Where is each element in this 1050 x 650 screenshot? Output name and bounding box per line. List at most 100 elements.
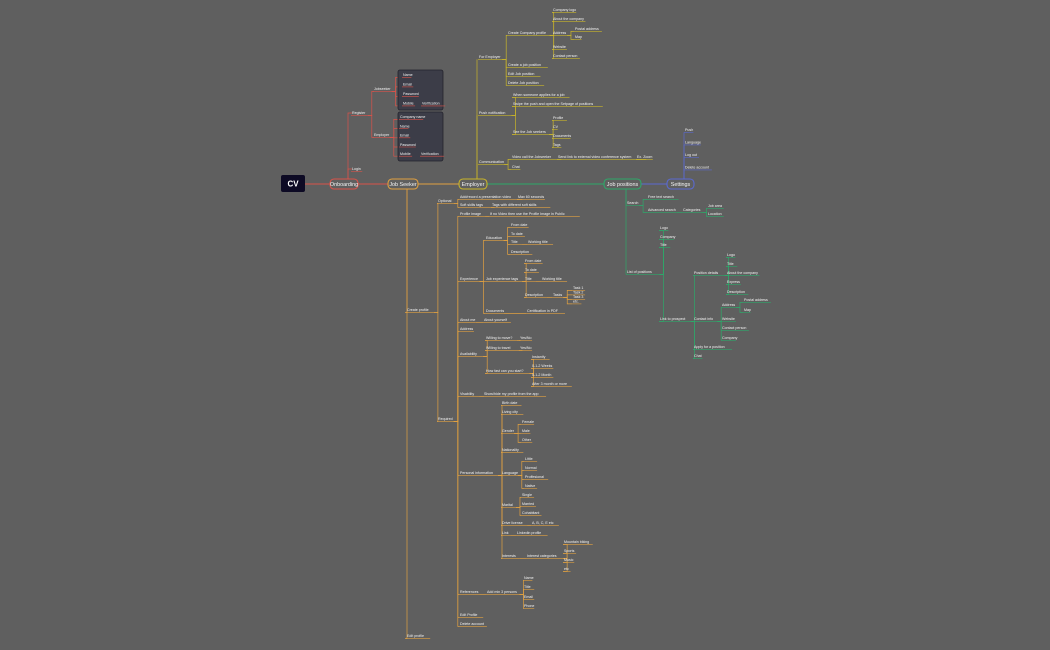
node-branches-job-seeker-add-video[interactable]: Add/record a presentation video	[460, 195, 511, 199]
node-branches-job-seeker-interest-opts-0[interactable]: Mountain biking	[564, 540, 589, 544]
node-branches-employer-push-notification[interactable]: Push notification	[479, 111, 505, 115]
node-branches-job-seeker-working-title[interactable]: Working title	[528, 240, 548, 244]
node-branches-job-seeker-references[interactable]: References	[460, 590, 479, 594]
node-branches-job-seeker-tags-diff[interactable]: Tags with different soft skills	[492, 203, 537, 207]
node-branches-onboarding-employer-fields-3[interactable]: Password	[400, 143, 416, 147]
node-branches-job-seeker-marital-opts-0[interactable]: Single	[522, 493, 532, 497]
root-node[interactable]	[281, 175, 305, 192]
node-branches-onboarding-verification[interactable]: Verification	[422, 102, 440, 106]
node-branches-job-seeker-from-date[interactable]: From date	[525, 259, 541, 263]
node-branches-job-seeker-address[interactable]: Address	[460, 327, 473, 331]
node-branches-job-seeker-linkedin[interactable]: Linkedin profile	[517, 531, 541, 535]
node-branches-employer-profile[interactable]: Profile	[553, 116, 563, 120]
node-branches-job-seeker-interests[interactable]: Interests	[502, 554, 516, 558]
node-branches-job-positions-apply[interactable]: Apply for a position	[694, 345, 725, 349]
node-branches-job-seeker-availability[interactable]: Availability	[460, 352, 477, 356]
node-branches-job-seeker-language-opts-0[interactable]: Little	[525, 457, 533, 461]
node-branches-job-positions-chat[interactable]: Chat	[694, 354, 702, 358]
node-branches-job-positions-categories[interactable]: Categories	[683, 208, 701, 212]
node-branches-job-seeker-nationality[interactable]: Nationality	[502, 448, 519, 452]
node-branches-onboarding-jobseeker-fields-2[interactable]: Password	[403, 92, 419, 96]
node-branches-job-seeker-required[interactable]: Required	[438, 417, 453, 421]
node-branches-job-seeker-interest-opts-2[interactable]: Music	[564, 558, 574, 562]
node-branches-job-positions-title[interactable]: Title	[660, 243, 667, 247]
node-branches-job-positions-position-details[interactable]: Position details	[694, 271, 718, 275]
node-branches-job-seeker-task-list-1[interactable]: Task 2	[573, 291, 583, 295]
node-branches-employer-about-company[interactable]: About the company	[553, 17, 584, 21]
node-branches-job-seeker-language[interactable]: Language	[502, 471, 518, 475]
node-branches-employer-address[interactable]: Address	[553, 31, 566, 35]
node-branches-job-seeker-ref-fields-1[interactable]: Title	[524, 585, 531, 589]
node-branches-job-positions-pd-logo[interactable]: Logo	[727, 253, 735, 257]
node-branches-employer-map[interactable]: Map	[575, 35, 582, 39]
node-branches-job-seeker-add-persons[interactable]: Add min 3 persons	[487, 590, 517, 594]
node-branches-onboarding-jobseeker[interactable]: Jobseeker	[374, 87, 391, 91]
node-branches-job-positions-ci-map[interactable]: Map	[744, 308, 751, 312]
node-branches-settings-delete-account[interactable]: Delete account	[685, 166, 709, 170]
node-branches-job-seeker-working-title[interactable]: Working title	[542, 277, 562, 281]
node-branches-job-seeker-max-60[interactable]: Max 60 seconds	[518, 195, 544, 199]
node-branches-job-seeker-soft-skills[interactable]: Soft skills tags	[460, 203, 483, 207]
node-branches-settings-push[interactable]: Push	[685, 128, 693, 132]
node-branches-job-seeker-profile-image[interactable]: Profile image	[460, 212, 481, 216]
node-branches-employer-create-job[interactable]: Create a job position	[508, 63, 541, 67]
node-branches-employer-see-job-seekers[interactable]: See the Job seekers	[513, 130, 546, 134]
node-branches-job-seeker-show-hide[interactable]: Show/hide my profile from the app	[484, 392, 539, 396]
node-branches-onboarding-employer-fields-0[interactable]: Company name	[400, 115, 425, 119]
node-branches-job-seeker-gender-opts-0[interactable]: Female	[522, 420, 534, 424]
node-branches-job-seeker-gender-opts-1[interactable]: Male	[522, 429, 530, 433]
node-branches-job-seeker-about-me[interactable]: About me	[460, 318, 475, 322]
node-branches-job-positions-company[interactable]: Company	[660, 235, 676, 239]
node-branches-job-positions-pd-title[interactable]: Title	[727, 262, 734, 266]
node-branches-employer-website[interactable]: Website	[553, 45, 566, 49]
node-branches-job-seeker-task-list-3[interactable]: etc.	[573, 300, 579, 304]
node-branches-onboarding-login[interactable]: Login	[352, 167, 361, 171]
node-branches-job-seeker-to-date[interactable]: To date	[525, 268, 537, 272]
node-branches-job-seeker-create-profile[interactable]: Create profile	[407, 308, 429, 312]
job-seeker-node[interactable]	[387, 178, 419, 190]
node-branches-employer-communication[interactable]: Communication	[479, 160, 504, 164]
node-branches-job-seeker-title[interactable]: Title	[525, 277, 532, 281]
node-branches-job-seeker-yes-no[interactable]: Yes/No	[520, 336, 531, 340]
job-positions-node[interactable]	[603, 178, 642, 190]
node-branches-job-seeker-edit-profile[interactable]: Edit profile	[407, 634, 424, 638]
node-branches-job-seeker-start-options-1[interactable]: 0-1-2 Weeks	[532, 364, 553, 368]
node-branches-job-seeker-license-classes[interactable]: A, B, C, E etc	[532, 521, 554, 525]
node-branches-job-seeker-description[interactable]: Description	[525, 293, 543, 297]
node-branches-job-seeker-task-list-0[interactable]: Task 1	[573, 286, 583, 290]
node-branches-job-seeker-ref-fields-0[interactable]: Name	[524, 576, 534, 580]
node-branches-job-seeker-marital-opts-1[interactable]: Married	[522, 502, 534, 506]
node-branches-job-seeker-edit-profile-req[interactable]: Edit Profile	[460, 613, 477, 617]
node-branches-settings-language[interactable]: Language	[685, 141, 701, 145]
node-branches-job-seeker-language-opts-1[interactable]: Normal	[525, 466, 537, 470]
node-branches-job-seeker-link[interactable]: Link	[502, 531, 509, 535]
node-branches-job-seeker-start-options-0[interactable]: Instantly	[532, 355, 546, 359]
node-branches-settings-log-out[interactable]: Log out	[685, 153, 697, 157]
node-branches-job-seeker-marital-opts-2[interactable]: Cohabitant	[522, 511, 539, 515]
node-branches-job-seeker-visability[interactable]: Visability	[460, 392, 474, 396]
node-branches-job-positions-ci-company[interactable]: Company	[722, 336, 738, 340]
node-branches-job-seeker-start-options-3[interactable]: After 3 month or more	[532, 382, 567, 386]
node-branches-employer-video-call[interactable]: Video call the Jobseeker	[512, 155, 552, 159]
node-branches-job-seeker-education[interactable]: Education	[486, 236, 502, 240]
node-branches-onboarding-jobseeker-fields-0[interactable]: Name	[403, 73, 413, 77]
node-branches-employer-tags[interactable]: Tags	[553, 143, 561, 147]
node-branches-job-positions-advanced-search[interactable]: Advanced search	[648, 208, 676, 212]
node-branches-employer-ex-zoom[interactable]: Ex. Zoom	[637, 155, 652, 159]
node-branches-job-seeker-optional[interactable]: Optional	[438, 199, 452, 203]
node-branches-job-seeker-documents[interactable]: Documents	[486, 309, 504, 313]
employer-node[interactable]	[458, 178, 488, 190]
node-branches-employer-create-company-profile[interactable]: Create Company profile	[508, 31, 546, 35]
node-branches-onboarding-jobseeker-fields-3[interactable]: Mobile	[403, 102, 414, 106]
node-branches-job-seeker-interest-opts-3[interactable]: etc	[564, 567, 569, 571]
node-branches-onboarding-employer-fields-4[interactable]: Mobile	[400, 152, 411, 156]
node-branches-job-seeker-certification[interactable]: Certification in PDF	[527, 309, 559, 313]
node-branches-job-seeker-gender[interactable]: Gender	[502, 429, 515, 433]
node-branches-employer-contact-person[interactable]: Contact person	[553, 54, 577, 58]
node-branches-job-seeker-personal-info[interactable]: Personal information	[460, 471, 493, 475]
node-branches-job-seeker-gender-opts-2[interactable]: Other	[522, 438, 532, 442]
node-branches-job-seeker-description[interactable]: Description	[511, 250, 529, 254]
node-branches-job-seeker-how-fast[interactable]: How fast can you start?	[486, 369, 524, 373]
node-branches-job-seeker-experience[interactable]: Experience	[460, 277, 478, 281]
